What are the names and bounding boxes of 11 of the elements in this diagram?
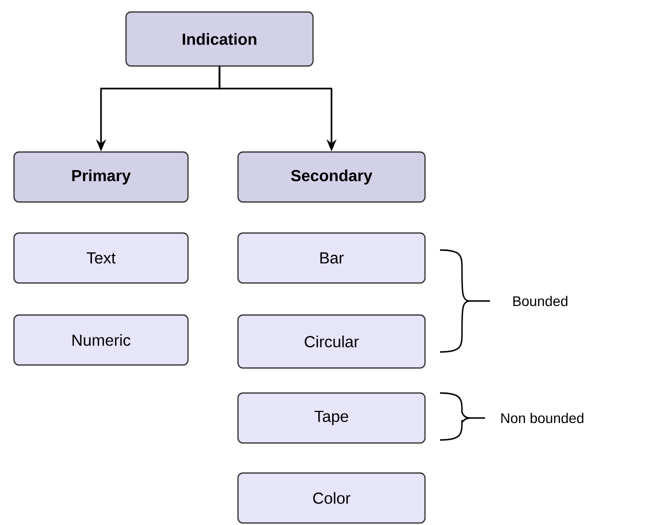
item-box: Text <box>13 232 189 284</box>
item-box: Circular <box>237 314 426 369</box>
item-box: Tape <box>237 392 426 444</box>
bracket-label: Bounded <box>513 296 568 306</box>
item-box: Numeric <box>13 314 189 366</box>
item-box: Color <box>237 472 426 524</box>
bracket-label: Non bounded <box>501 412 584 424</box>
header-box: Secondary <box>237 151 426 203</box>
item-box: Bar <box>237 232 426 284</box>
header-box: Indication <box>125 11 314 67</box>
header-box: Primary <box>13 151 189 203</box>
